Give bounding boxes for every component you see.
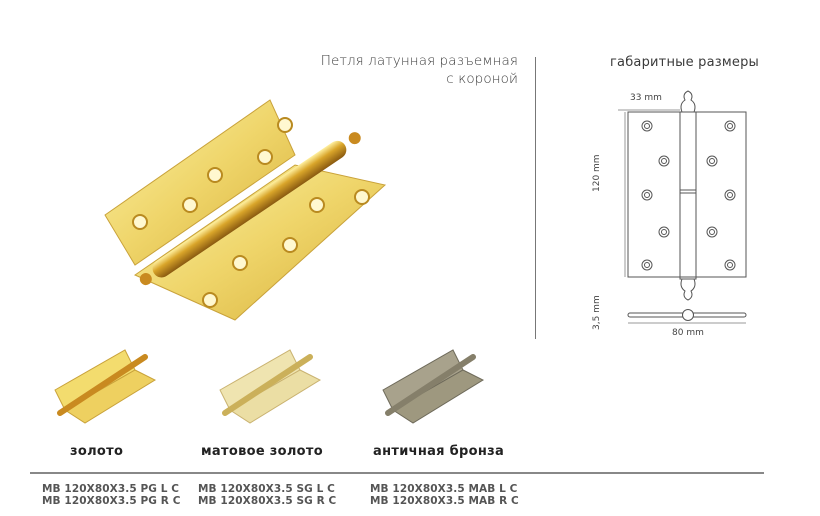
height-dimension-label: 120 mm bbox=[592, 154, 602, 192]
thickness-dimension-label: 3,5 mm bbox=[592, 295, 602, 330]
vertical-divider bbox=[535, 57, 536, 339]
pin-dimension-label: 33 mm bbox=[630, 93, 662, 103]
title-line-2: с короной bbox=[446, 71, 518, 87]
variant-image-antique-bronze bbox=[382, 349, 485, 424]
dimension-drawing bbox=[618, 90, 747, 324]
code-item: MB 120X80X3.5 SG L C bbox=[198, 483, 335, 495]
code-item: MB 120X80X3.5 MAB L C bbox=[370, 483, 518, 495]
codes-matte-gold: MB 120X80X3.5 SG L C MB 120X80X3.5 SG R … bbox=[198, 483, 336, 507]
code-item: MB 120X80X3.5 MAB R C bbox=[370, 495, 519, 507]
code-item: MB 120X80X3.5 PG L C bbox=[42, 483, 180, 495]
finish-label-matte-gold: матовое золото bbox=[201, 444, 323, 459]
horizontal-divider bbox=[30, 472, 764, 474]
codes-gold: MB 120X80X3.5 PG L C MB 120X80X3.5 PG R … bbox=[42, 483, 181, 507]
main-hinge-image bbox=[104, 99, 387, 321]
title-line-1: Петля латунная разъемная bbox=[320, 53, 518, 69]
variant-image-gold bbox=[54, 349, 157, 424]
codes-antique-bronze: MB 120X80X3.5 MAB L C MB 120X80X3.5 MAB … bbox=[370, 483, 519, 507]
code-item: MB 120X80X3.5 SG R C bbox=[198, 495, 337, 507]
product-title: Петля латунная разъемная с короной bbox=[218, 52, 518, 88]
dimensions-title: габаритные размеры bbox=[610, 55, 759, 70]
finish-label-gold: золото bbox=[70, 444, 124, 459]
finish-label-antique-bronze: античная бронза bbox=[373, 444, 505, 459]
width-dimension-label: 80 mm bbox=[672, 328, 704, 338]
variant-image-matte-gold bbox=[219, 349, 322, 424]
code-item: MB 120X80X3.5 PG R C bbox=[42, 495, 181, 507]
